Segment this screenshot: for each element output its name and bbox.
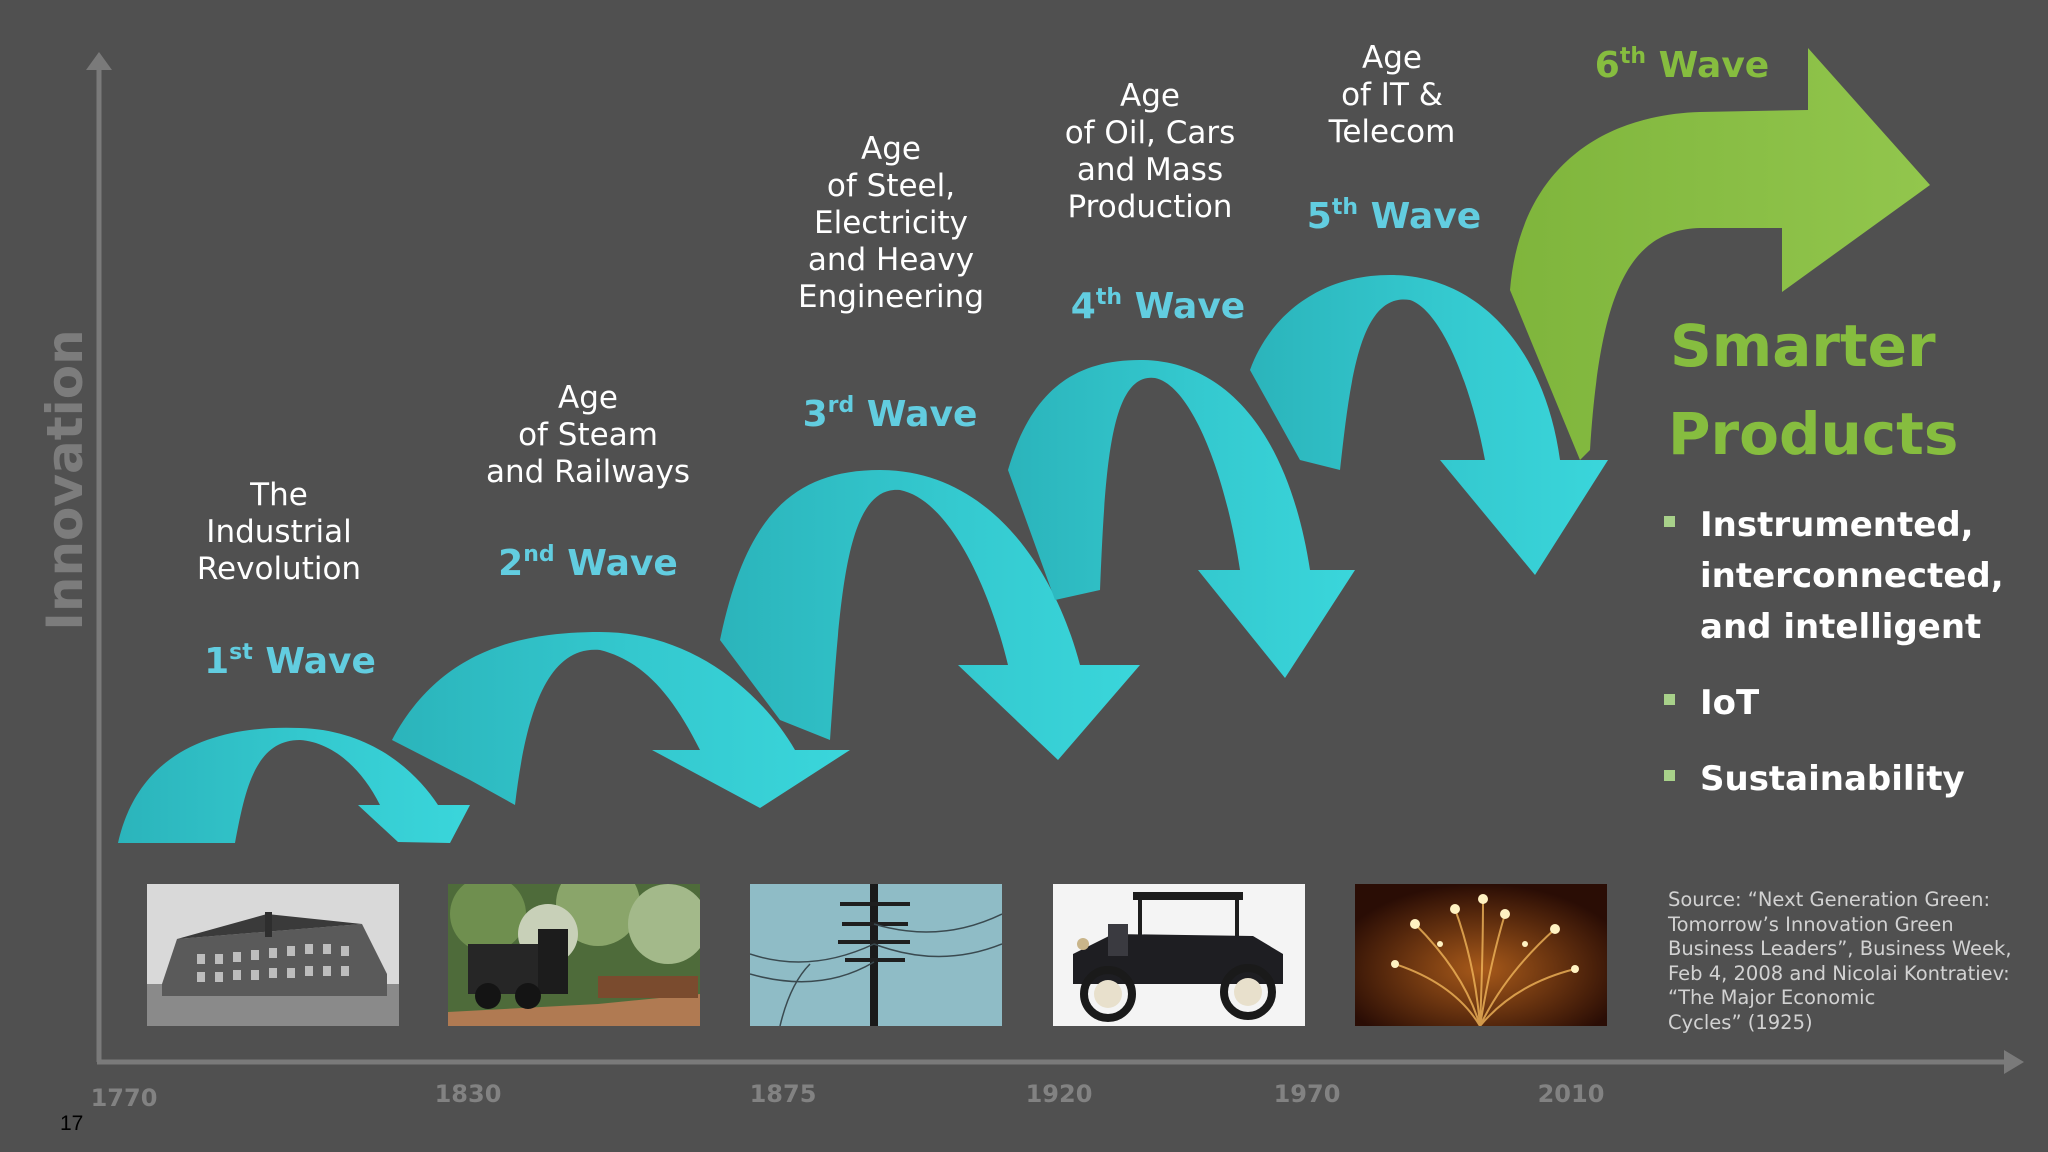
bullet-square-icon bbox=[1664, 516, 1675, 527]
wave-label-6: 6th Wave bbox=[1594, 44, 1770, 86]
wave-3-arrow bbox=[720, 470, 1140, 760]
products-heading: Products bbox=[1668, 400, 1959, 468]
wave-5-arrow bbox=[1250, 275, 1608, 575]
source-citation: Source: “Next Generation Green: Tomorrow… bbox=[1668, 888, 2012, 1034]
wave-label-4: 4th Wave bbox=[1070, 285, 1246, 327]
vintage-car-photo-icon bbox=[1053, 884, 1305, 1026]
power-pole-photo-icon bbox=[750, 884, 1002, 1026]
era-label-2: Age of Steam and Railways bbox=[485, 380, 691, 490]
y-axis-arrowhead bbox=[86, 52, 112, 70]
bullet-item: Instrumented, interconnected, and intell… bbox=[1660, 500, 2020, 653]
smarter-bullet-list: Instrumented, interconnected, and intell… bbox=[1660, 500, 2020, 830]
wave-label-2: 2nd Wave bbox=[498, 542, 678, 584]
era-label-3: Age of Steel, Electricity and Heavy Engi… bbox=[798, 131, 984, 315]
bullet-square-icon bbox=[1664, 770, 1675, 781]
x-axis-arrowhead bbox=[2004, 1050, 2024, 1074]
year-label: 1830 bbox=[434, 1080, 502, 1108]
wave-4-arrow bbox=[1008, 360, 1355, 678]
bullet-item: Sustainability bbox=[1660, 754, 2020, 805]
era-label-4: Age of Oil, Cars and Mass Production bbox=[1064, 78, 1236, 225]
era-label-5: Age of IT & Telecom bbox=[1328, 40, 1456, 150]
bullet-item: IoT bbox=[1660, 678, 2020, 729]
year-label: 1770 bbox=[90, 1084, 158, 1112]
era-label-1: The Industrial Revolution bbox=[196, 477, 362, 587]
wave-label-1: 1st Wave bbox=[204, 640, 376, 682]
wave-2-arrow bbox=[392, 632, 850, 808]
steam-train-photo-icon bbox=[448, 884, 700, 1026]
year-label: 2010 bbox=[1537, 1080, 1605, 1108]
wave-label-3: 3rd Wave bbox=[802, 393, 978, 435]
year-label: 1970 bbox=[1273, 1080, 1341, 1108]
slide-number: 17 bbox=[60, 1112, 84, 1135]
wave-6-arrow bbox=[1510, 48, 1930, 460]
year-label: 1920 bbox=[1025, 1080, 1093, 1108]
wave-label-5: 5th Wave bbox=[1306, 195, 1482, 237]
fiber-optics-photo-icon bbox=[1355, 884, 1607, 1026]
smarter-heading: Smarter bbox=[1670, 312, 1936, 380]
factory-photo-icon bbox=[147, 884, 399, 1026]
bullet-square-icon bbox=[1664, 694, 1675, 705]
year-label: 1875 bbox=[749, 1080, 817, 1108]
wave-1-arrow bbox=[118, 727, 470, 843]
